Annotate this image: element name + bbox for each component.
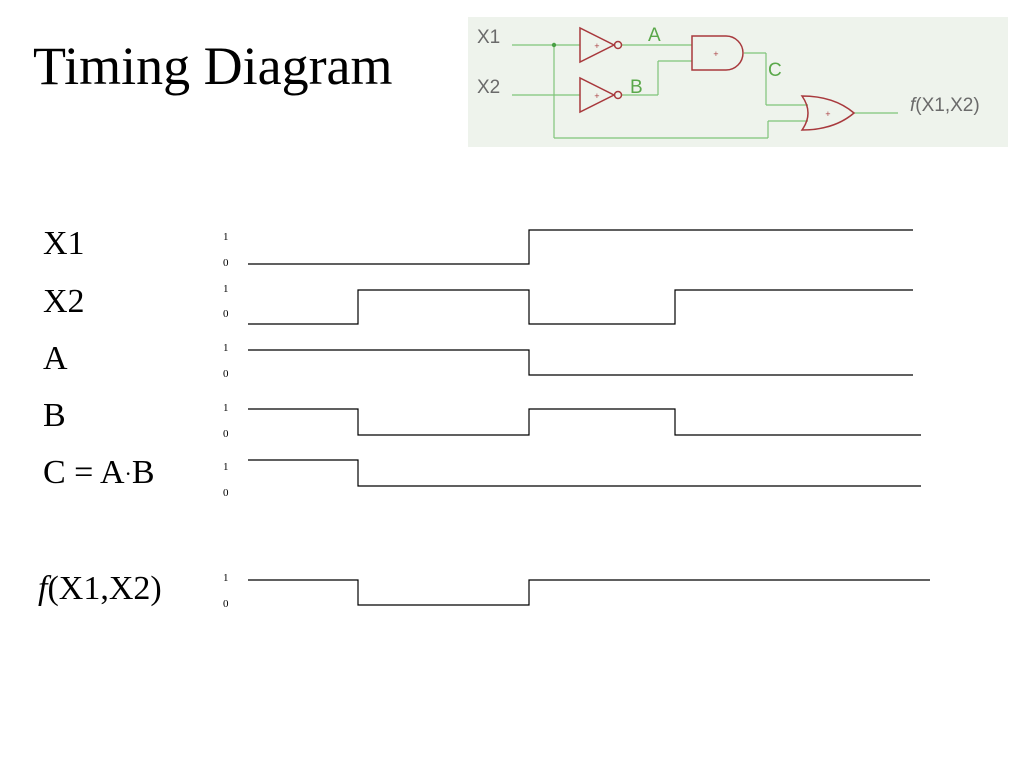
not-gate-2 (579, 76, 616, 114)
signal-c-op: · (124, 461, 132, 486)
circuit-drawing: + + + + (512, 26, 898, 139)
signal-name-x2: X2 (43, 283, 85, 320)
output-fn-letter: f (38, 570, 48, 607)
level-high-a: 1 (223, 342, 229, 354)
signal-name-c: C = A·B (43, 453, 155, 494)
circuit-label-x1: X1 (477, 27, 501, 48)
level-high-c: 1 (223, 461, 229, 473)
signal-name-output: f(X1,X2) (38, 569, 162, 609)
level-high-b: 1 (223, 402, 229, 414)
output-function-letter: f (910, 95, 916, 116)
and-gate-mark: + (713, 50, 719, 58)
waveform-c (248, 459, 921, 487)
signal-c-lhs: C = A (43, 454, 125, 491)
output-fn-args: (X1,X2) (47, 570, 162, 607)
circuit-label-b: B (630, 77, 643, 98)
level-high-x1: 1 (223, 231, 229, 243)
circuit-label-a: A (648, 25, 661, 46)
level-high-output: 1 (223, 572, 229, 584)
waveform-a (248, 349, 913, 376)
output-function-args: (X1,X2) (915, 95, 980, 116)
level-low-b: 0 (223, 428, 229, 440)
level-low-output: 0 (223, 598, 229, 610)
signal-name-b: B (43, 397, 66, 434)
logic-circuit-diagram: + + + + X1 X2 A B C f(X1,X2) (468, 17, 1008, 147)
signal-name-a: A (43, 340, 68, 377)
not-gate-1-mark: + (594, 42, 600, 50)
or-gate-mark: + (825, 110, 831, 118)
level-low-x1: 0 (223, 257, 229, 269)
junction-dot (551, 42, 557, 48)
not-gate-1 (579, 26, 616, 64)
circuit-label-c: C (768, 60, 782, 81)
waveform-x1 (248, 229, 913, 265)
level-low-a: 0 (223, 368, 229, 380)
and-gate (691, 35, 744, 71)
signal-name-x1: X1 (43, 225, 85, 262)
waveform-x2 (248, 289, 913, 325)
signal-c-rhs: B (131, 454, 155, 491)
level-low-x2: 0 (223, 308, 229, 320)
waveform-b (248, 408, 921, 436)
level-low-c: 0 (223, 487, 229, 499)
page-title: Timing Diagram (33, 36, 393, 96)
or-gate (800, 95, 856, 131)
circuit-label-x2: X2 (477, 77, 501, 98)
circuit-label-output: f(X1,X2) (910, 95, 980, 117)
not-gate-2-mark: + (594, 92, 600, 100)
level-high-x2: 1 (223, 283, 229, 295)
not-gate-2-bubble (613, 90, 623, 100)
not-gate-1-bubble (613, 40, 623, 50)
waveform-output (248, 579, 930, 606)
